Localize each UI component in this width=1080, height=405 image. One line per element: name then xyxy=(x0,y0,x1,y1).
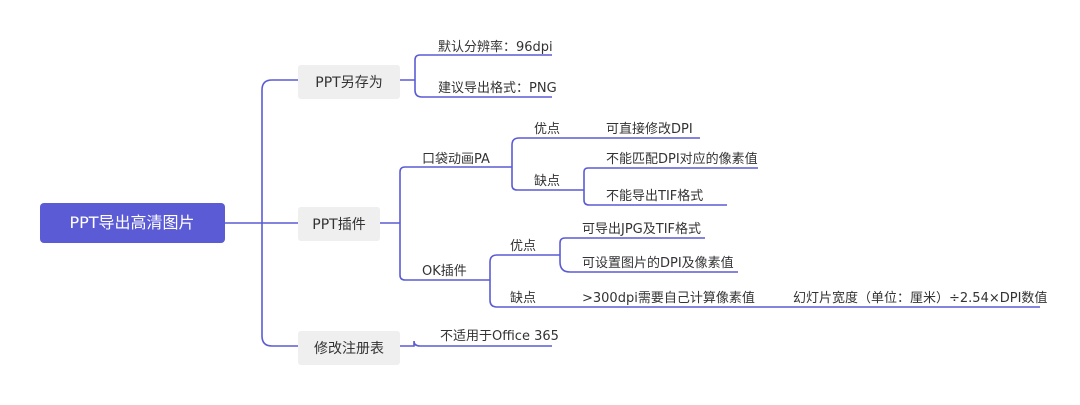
topic-registry-label: 修改注册表 xyxy=(314,341,384,357)
connectors xyxy=(225,54,1040,347)
topic-save-as[interactable]: PPT另存为 xyxy=(298,65,400,99)
connector-pocket xyxy=(498,137,580,191)
connector-ok xyxy=(480,254,572,308)
leaf-registry-note[interactable]: 不适用于Office 365 xyxy=(440,329,559,344)
topic-plugin[interactable]: PPT插件 xyxy=(298,207,380,241)
node-pocket-animation[interactable]: 口袋动画PA xyxy=(422,152,490,167)
connector-registry xyxy=(400,340,552,347)
node-ok-cons[interactable]: 缺点 xyxy=(510,291,536,306)
leaf-pocket-cons-2[interactable]: 不能导出TIF格式 xyxy=(606,188,703,204)
root-node-label: PPT导出高清图片 xyxy=(69,213,194,232)
leaf-ok-cons-1[interactable]: >300dpi需要自己计算像素值 xyxy=(582,290,755,306)
leaf-default-resolution[interactable]: 默认分辨率：96dpi xyxy=(438,39,553,55)
topic-plugin-label: PPT插件 xyxy=(312,217,365,233)
leaf-ok-pros-2[interactable]: 可设置图片的DPI及像素值 xyxy=(582,255,734,271)
leaf-ok-pros-1[interactable]: 可导出JPG及TIF格式 xyxy=(582,221,701,237)
connector-pocket-cons xyxy=(580,167,758,206)
topic-registry[interactable]: 修改注册表 xyxy=(298,331,400,365)
topic-plugin-box xyxy=(298,207,380,241)
topic-save-as-box xyxy=(298,65,400,99)
connector-plugin xyxy=(380,166,498,281)
root-node[interactable]: PPT导出高清图片 xyxy=(40,203,225,243)
leaf-pocket-cons-1[interactable]: 不能匹配DPI对应的像素值 xyxy=(606,151,758,167)
leaf-pocket-pros-1[interactable]: 可直接修改DPI xyxy=(606,121,693,137)
connector-save-as xyxy=(400,54,552,98)
node-ok-plugin[interactable]: OK插件 xyxy=(422,264,467,279)
node-ok-pros[interactable]: 优点 xyxy=(510,239,536,254)
leaf-export-format[interactable]: 建议导出格式：PNG xyxy=(438,80,557,96)
root-node-box xyxy=(40,203,225,243)
topic-save-as-label: PPT另存为 xyxy=(315,75,382,91)
connector-ok-pros xyxy=(556,237,738,273)
connector-root-trunk xyxy=(261,79,298,347)
node-pocket-pros[interactable]: 优点 xyxy=(534,122,560,137)
node-pocket-cons[interactable]: 缺点 xyxy=(534,174,560,189)
topic-registry-box xyxy=(298,331,400,365)
leaf-ok-cons-formula[interactable]: 幻灯片宽度（单位：厘米）÷2.54×DPI数值 xyxy=(793,290,1047,306)
